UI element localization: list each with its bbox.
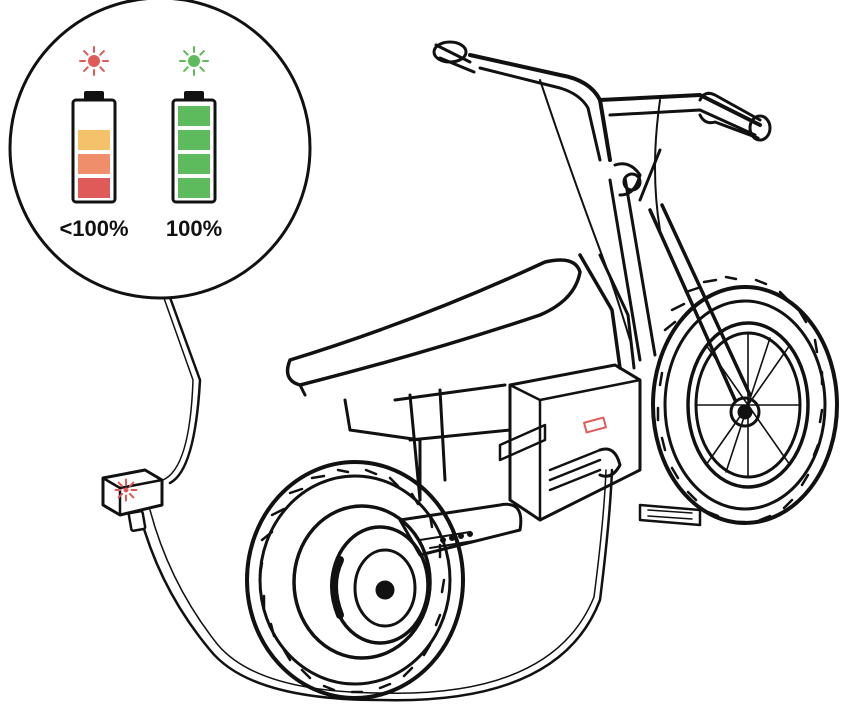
battery-segment <box>178 178 210 198</box>
seat <box>288 260 580 395</box>
front-wheel <box>653 277 837 523</box>
battery-segment <box>178 130 210 150</box>
status-light-icon <box>180 47 208 75</box>
battery-icon <box>173 91 215 202</box>
battery-segment <box>78 178 110 198</box>
battery-segment <box>178 154 210 174</box>
battery-segment <box>178 106 210 126</box>
rear-wheel <box>247 462 463 698</box>
battery-segment <box>78 154 110 174</box>
status-light-icon <box>80 47 108 75</box>
charger-light-icon <box>116 480 137 501</box>
charge-label: 100% <box>166 216 222 241</box>
electric-minibike <box>247 42 837 698</box>
battery-box <box>500 365 640 520</box>
charger-light-dot <box>116 480 137 501</box>
battery-segment <box>78 130 110 150</box>
battery-icon <box>73 91 115 202</box>
indicator-callout: <100% 100% <box>10 0 310 298</box>
charge-label: <100% <box>59 216 128 241</box>
